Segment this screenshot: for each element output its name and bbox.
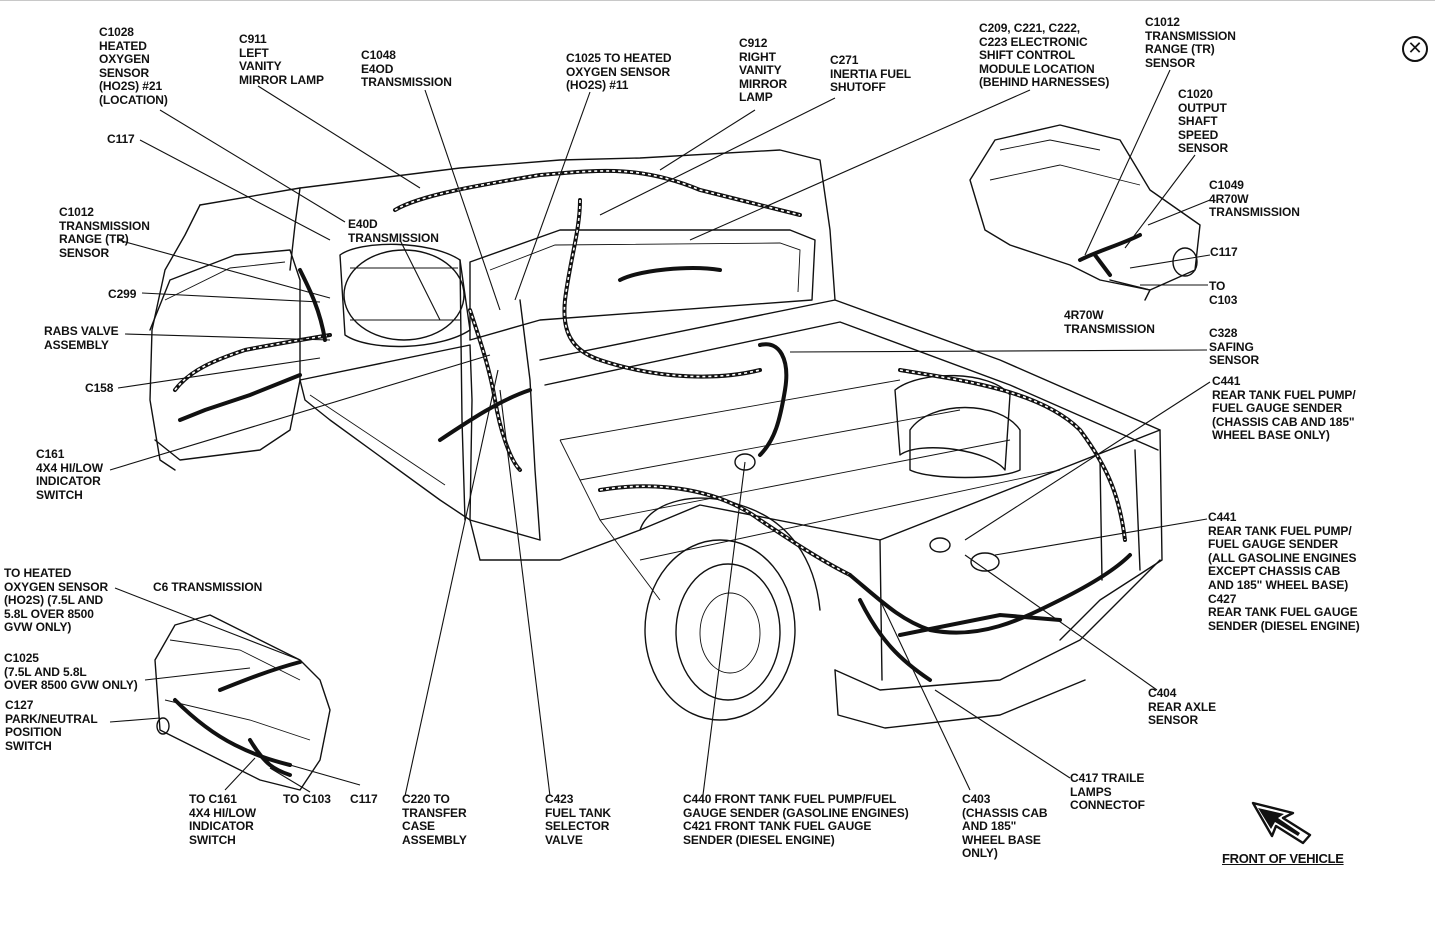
callout-c299: C299 xyxy=(108,287,137,301)
callout-c1025-left: C1025 (7.5L AND 5.8L OVER 8500 GVW ONLY) xyxy=(4,651,138,693)
callout-c1012-top: C1012 TRANSMISSION RANGE (TR) SENSOR xyxy=(1145,15,1236,70)
callout-c1020: C1020 OUTPUT SHAFT SPEED SENSOR xyxy=(1178,87,1229,156)
close-icon[interactable]: ✕ xyxy=(1402,36,1428,62)
callout-c403: C403 (CHASSIS CAB AND 185" WHEEL BASE ON… xyxy=(962,792,1048,861)
callout-c440: C440 FRONT TANK FUEL PUMP/FUEL GAUGE SEN… xyxy=(683,792,909,847)
callout-c161: C161 4X4 HI/LOW INDICATOR SWITCH xyxy=(36,447,104,502)
callout-c1012-left: C1012 TRANSMISSION RANGE (TR) SENSOR xyxy=(59,205,150,260)
callout-rabs-valve: RABS VALVE ASSEMBLY xyxy=(44,324,119,352)
callout-c328: C328 SAFING SENSOR xyxy=(1209,326,1260,368)
callout-c117-bottom: C117 xyxy=(350,792,378,806)
callout-c271: C271 INERTIA FUEL SHUTOFF xyxy=(830,53,912,95)
front-of-vehicle-label: FRONT OF VEHICLE xyxy=(1222,851,1344,866)
callout-c127: C127 PARK/NEUTRAL POSITION SWITCH xyxy=(5,698,98,753)
top-divider xyxy=(0,0,1435,1)
callout-e40d: E40D TRANSMISSION xyxy=(348,217,439,245)
callout-c912: C912 RIGHT VANITY MIRROR LAMP xyxy=(739,36,788,105)
c6-transmission-drawing xyxy=(154,614,331,791)
callout-c220: C220 TO TRANSFER CASE ASSEMBLY xyxy=(402,792,467,847)
callout-c441-a: C441 REAR TANK FUEL PUMP/ FUEL GAUGE SEN… xyxy=(1212,374,1356,443)
callout-c117-left: C117 xyxy=(107,132,135,146)
callout-to-heated-o2: TO HEATED OXYGEN SENSOR (HO2S) (7.5L AND… xyxy=(4,566,109,635)
4r70w-transmission-drawing xyxy=(969,124,1201,301)
truck-body xyxy=(149,149,1163,729)
callout-c1025-heated-o2: C1025 TO HEATED OXYGEN SENSOR (HO2S) #11 xyxy=(566,51,672,93)
callout-c404: C404 REAR AXLE SENSOR xyxy=(1148,686,1216,728)
callout-to-c161: TO C161 4X4 HI/LOW INDICATOR SWITCH xyxy=(189,792,257,847)
callout-4r70w: 4R70W TRANSMISSION xyxy=(1064,308,1155,336)
callout-c911: C911 LEFT VANITY MIRROR LAMP xyxy=(239,32,324,87)
callout-c158: C158 xyxy=(85,381,114,395)
callout-c423: C423 FUEL TANK SELECTOR VALVE xyxy=(545,792,611,847)
callout-c1028: C1028 HEATED OXYGEN SENSOR (HO2S) #21 (L… xyxy=(99,25,168,107)
callout-c1049: C1049 4R70W TRANSMISSION xyxy=(1209,178,1300,220)
callout-c417: C417 TRAILE LAMPS CONNECTOF xyxy=(1070,771,1145,813)
callout-c6-transmission: C6 TRANSMISSION xyxy=(153,580,263,594)
leader-lines xyxy=(109,69,1211,797)
callout-c117-right: C117 xyxy=(1210,245,1238,259)
callout-c1048: C1048 E4OD TRANSMISSION xyxy=(361,48,452,90)
wiring-harnesses xyxy=(173,168,1132,682)
callout-to-c103-right: TO C103 xyxy=(1209,279,1238,307)
callout-to-c103-bottom: TO C103 xyxy=(283,792,331,806)
callout-c209: C209, C221, C222, C223 ELECTRONIC SHIFT … xyxy=(979,21,1110,90)
callout-c441-b: C441 REAR TANK FUEL PUMP/ FUEL GAUGE SEN… xyxy=(1208,510,1360,633)
